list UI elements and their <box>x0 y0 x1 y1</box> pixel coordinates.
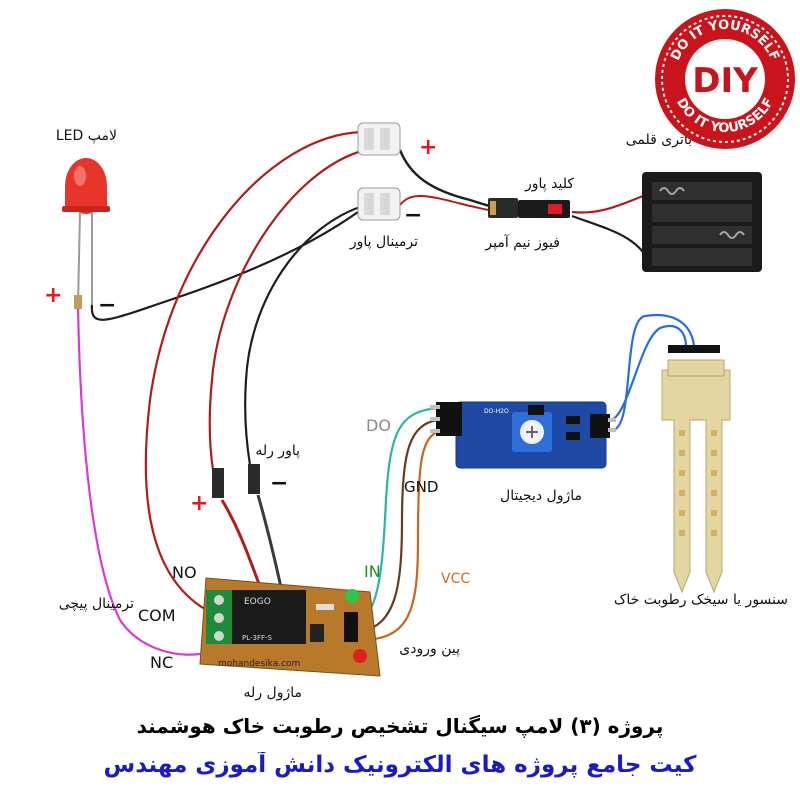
battery-black-wire <box>571 214 654 269</box>
pin-in-label: IN <box>364 562 381 581</box>
label-digital-module: ماژول دیجیتال <box>500 488 582 504</box>
relay-minus-jumper <box>256 494 284 593</box>
pin-nc-label: NC <box>150 653 173 672</box>
battery-holder <box>642 172 762 272</box>
label-input-pin: پین ورودی <box>399 641 460 657</box>
power-terminal-bottom <box>357 187 401 221</box>
com-red-wire <box>144 130 363 613</box>
pin-gnd-label: GND <box>404 478 438 496</box>
relay-brand: EOGO <box>244 597 271 607</box>
diy-logo-text: DIY <box>692 61 758 101</box>
label-half-amp-fuse: فیوز نیم آمپر <box>484 234 560 251</box>
relay-minus-black-wire <box>244 203 367 466</box>
sensor-blue-wire-2 <box>611 314 696 432</box>
module-chip-label: DO-H2O <box>484 408 509 415</box>
relay-plus-red-wire <box>208 148 366 471</box>
power-switch <box>518 200 570 218</box>
twisted-wire-a <box>398 149 491 208</box>
fuse <box>488 198 518 218</box>
label-relay-module: ماژول رله <box>244 685 302 701</box>
label-relay-power: پاور رله <box>255 443 300 459</box>
label-screw-terminal: ترمینال پیچی <box>59 596 134 612</box>
relay-plus-jumper <box>220 499 264 593</box>
plus-sign-led: + <box>44 283 62 308</box>
label-soil-sensor: سنسور یا سیخک رطوبت خاک <box>614 592 788 608</box>
label-pen-battery: باتری قلمی <box>626 132 692 148</box>
vcc-orange-wire <box>359 431 438 642</box>
led-lamp <box>62 158 110 309</box>
pin-vcc-label: VCC <box>441 571 470 587</box>
gnd-brown-wire <box>359 418 438 634</box>
pin-do-label: DO <box>366 416 391 435</box>
label-power-terminal: ترمینال پاور <box>349 234 418 250</box>
led-ground-wire <box>90 206 366 321</box>
digital-module: DO-H2O <box>430 401 616 469</box>
project-title: پروژه (۳) لامپ سیگنال تشخیص رطوبت خاک هو… <box>136 714 664 738</box>
relay-model: PL-3FF-S <box>242 634 273 642</box>
power-terminal-top <box>357 122 401 156</box>
do-teal-wire <box>359 406 438 623</box>
minus-sign-led: − <box>98 293 116 318</box>
battery-red-wire <box>571 192 649 214</box>
diy-logo: DO IT YOURSELF DO IT YOURSELF DIY <box>655 9 795 149</box>
sensor-pads <box>679 430 717 536</box>
kit-title: کیت جامع پروژه های الکترونیک دانش آموزی … <box>103 752 697 778</box>
pink-wire <box>76 304 211 656</box>
pin-no-label: NO <box>172 563 197 582</box>
minus-sign-terminal: − <box>404 203 422 228</box>
label-led-lamp: لامپ LED <box>56 128 117 144</box>
plus-sign-relay: + <box>190 491 208 516</box>
relay-jumper-heads <box>212 464 260 498</box>
label-power-switch: کلید پاور <box>524 176 574 192</box>
soil-sensor <box>661 345 731 594</box>
twisted-wire-b <box>399 194 491 211</box>
plus-sign-terminal: + <box>419 135 437 160</box>
pin-com-label: COM <box>138 606 176 625</box>
relay-module: EOGO PL-3FF-S mohandesika.com <box>199 577 381 677</box>
minus-sign-relay: − <box>270 471 288 496</box>
relay-site-text: mohandesika.com <box>218 659 300 669</box>
